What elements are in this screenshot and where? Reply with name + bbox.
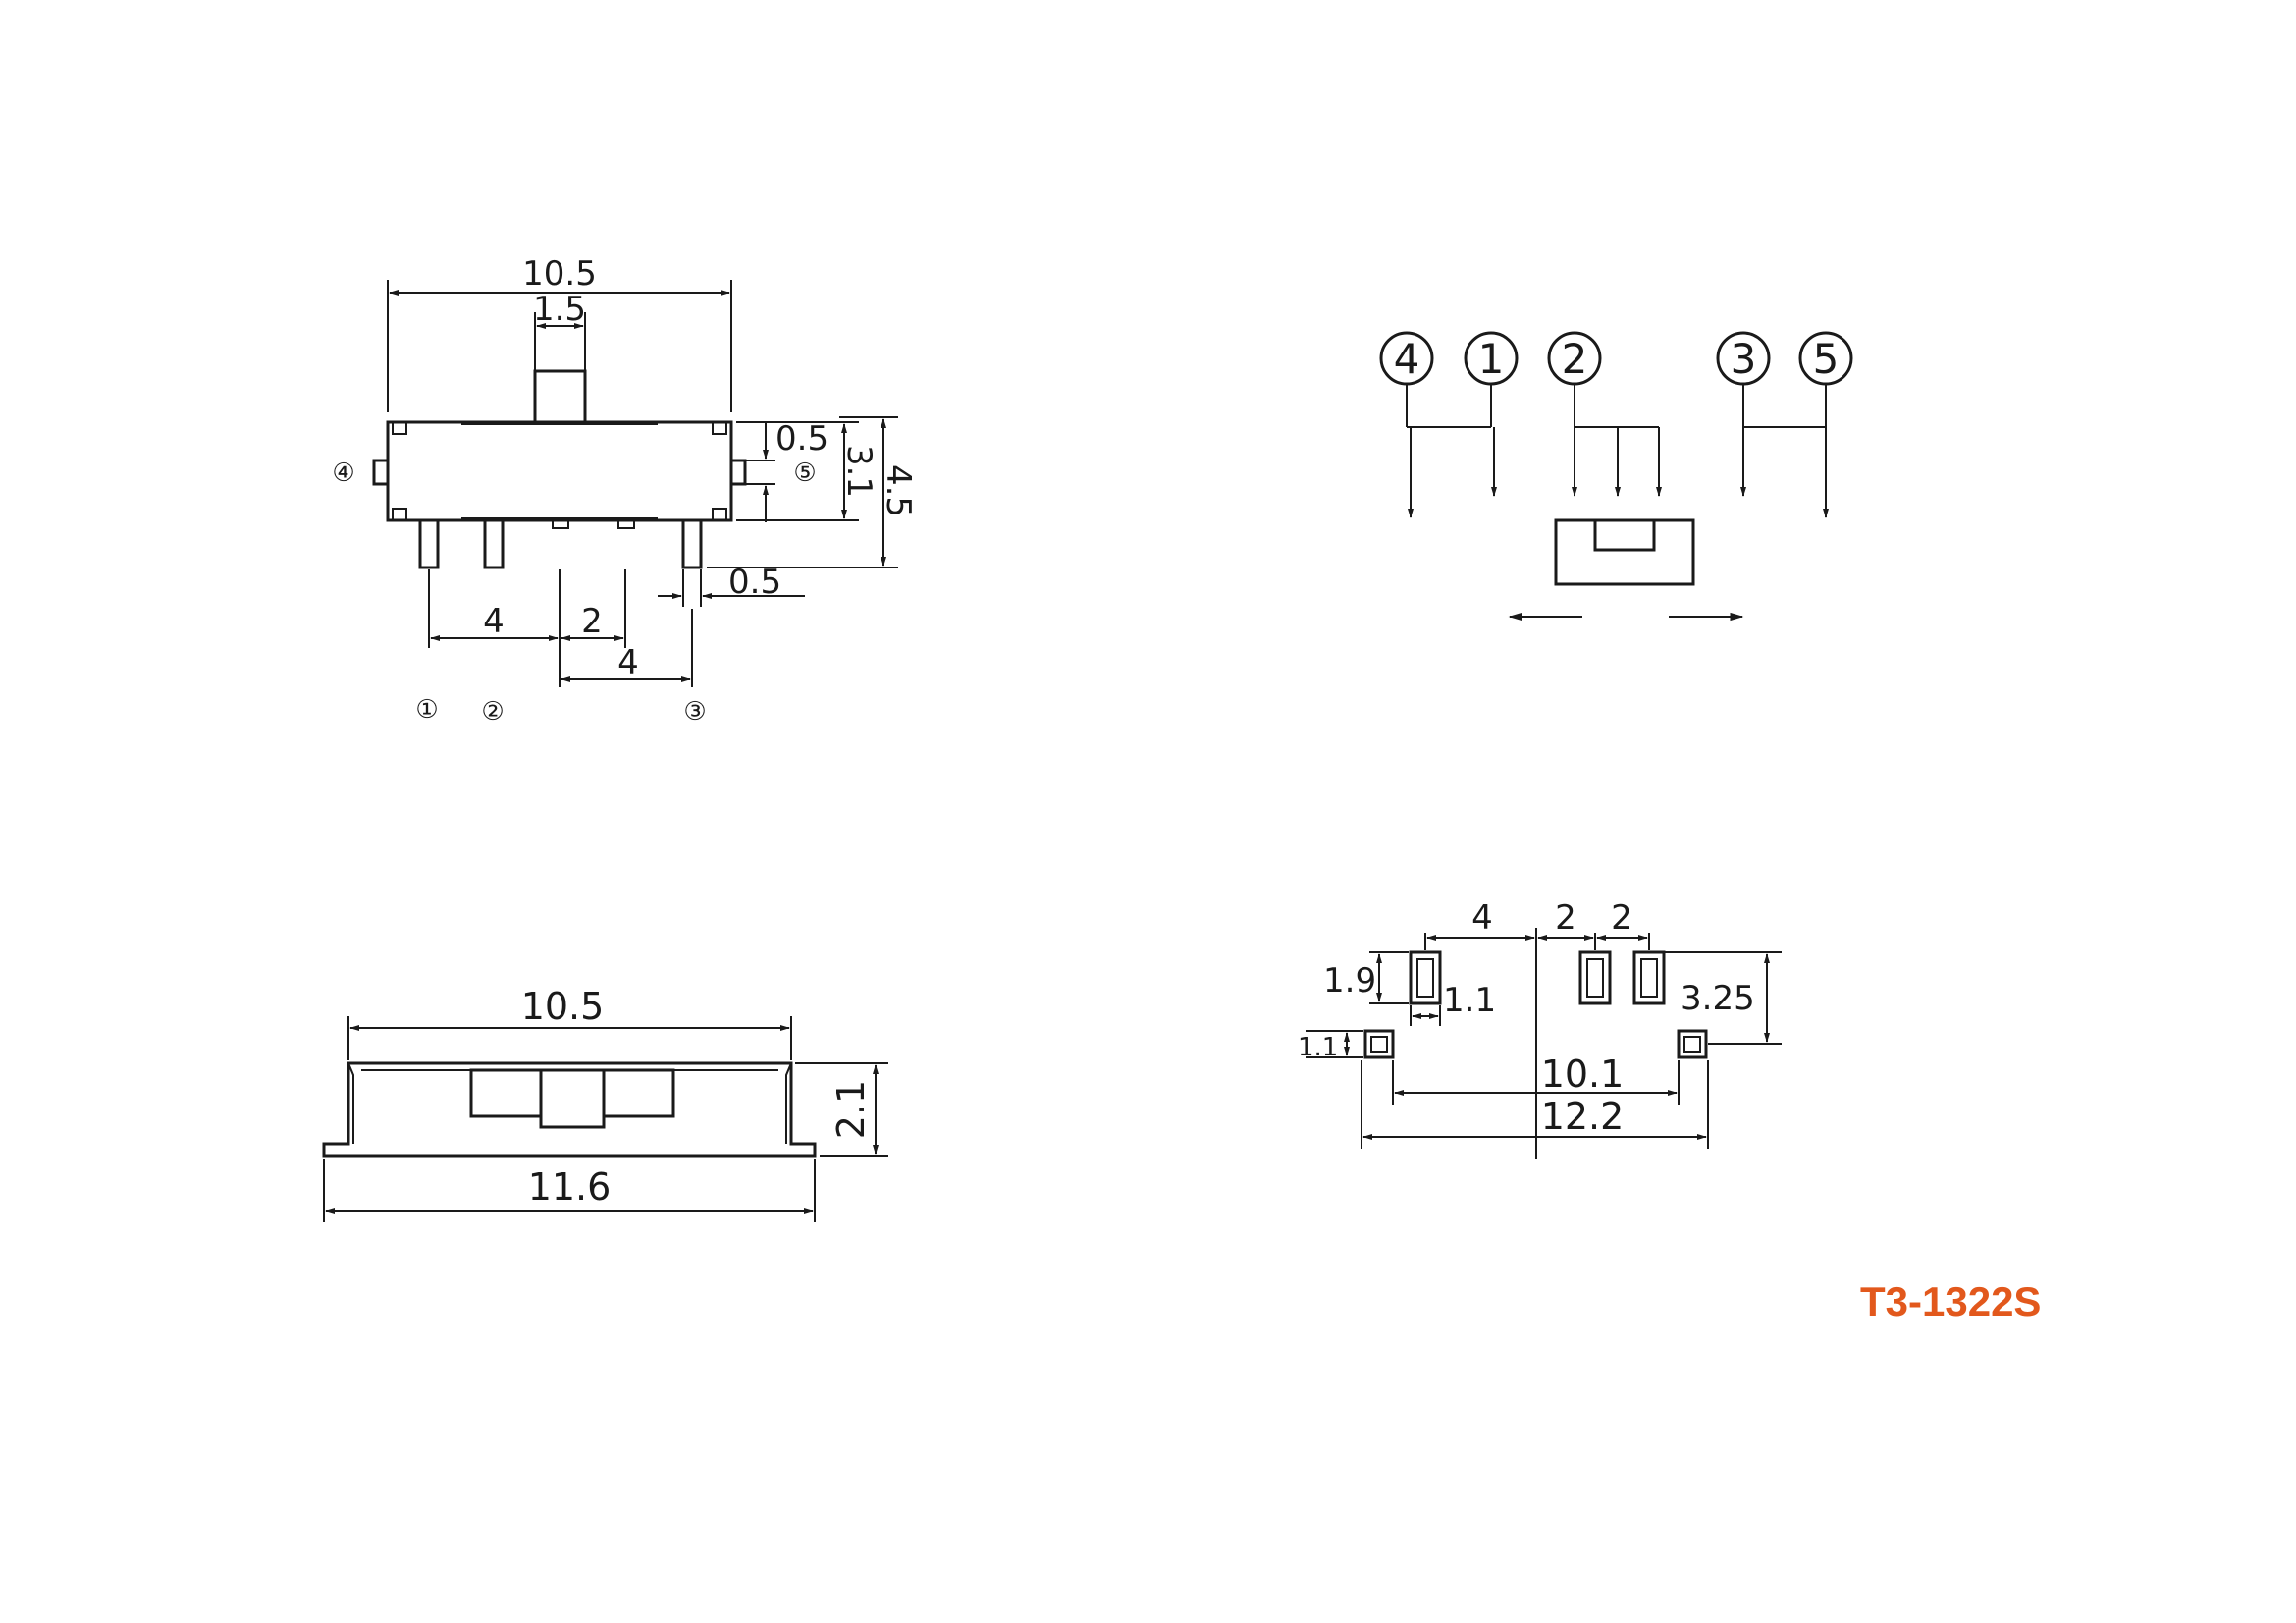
pin-label-2: ② bbox=[481, 697, 504, 727]
bottom-bump bbox=[552, 519, 569, 529]
dim-fp-offset: 3.25 bbox=[1681, 979, 1755, 1018]
front-view: 10.5 1.5 0.5 3.1 4.5 0.5 bbox=[332, 254, 918, 727]
body-inner-lines bbox=[461, 423, 658, 519]
pin-1 bbox=[418, 518, 440, 569]
switch-body bbox=[386, 420, 733, 522]
side-body-detail bbox=[347, 1062, 792, 1144]
dim-side-bottom-width: 11.6 bbox=[528, 1165, 612, 1209]
dim-body-height: 3.1 bbox=[839, 445, 879, 498]
side-view: 10.5 11.6 2.1 bbox=[322, 985, 888, 1222]
side-lug-right bbox=[729, 459, 747, 486]
dim-lug-offset: 0.5 bbox=[775, 419, 828, 459]
pad-1 bbox=[1409, 950, 1442, 1005]
pin-label-4: ④ bbox=[332, 459, 354, 488]
side-body-outline bbox=[322, 1061, 817, 1158]
pin-2 bbox=[483, 518, 505, 569]
pin-label-5: ⑤ bbox=[793, 459, 816, 488]
dim-fp-inner-span: 10.1 bbox=[1541, 1053, 1625, 1096]
dim-pin-width: 0.5 bbox=[728, 563, 781, 602]
dim-fp-pad-height: 1.9 bbox=[1323, 961, 1376, 1001]
dim-side-top-width: 10.5 bbox=[521, 985, 605, 1028]
dim-fp-pitch-2b: 2 bbox=[1611, 898, 1632, 938]
schematic: 4 1 2 3 5 bbox=[1379, 331, 1853, 622]
side-actuator bbox=[539, 1068, 606, 1129]
side-window-left bbox=[469, 1068, 543, 1118]
dim-fp-pitch-4: 4 bbox=[1471, 898, 1493, 938]
body-corner-lugs bbox=[392, 422, 727, 520]
dim-fp-outer-span: 12.2 bbox=[1541, 1095, 1625, 1138]
dim-total-height: 4.5 bbox=[879, 464, 918, 517]
side-window-right bbox=[602, 1068, 675, 1118]
pcb-footprint: 4 2 2 1.9 1.1 1.1 3.25 10.1 12.2 bbox=[1298, 898, 1782, 1159]
dim-front-width: 10.5 bbox=[522, 254, 597, 294]
terminal-label-5: 5 bbox=[1813, 335, 1840, 383]
slider-contact bbox=[1554, 518, 1695, 586]
pin-label-3: ③ bbox=[683, 697, 706, 727]
dim-pitch-b: 2 bbox=[581, 602, 603, 641]
side-lug-left bbox=[372, 459, 390, 486]
dim-fp-pad-width: 1.1 bbox=[1443, 981, 1496, 1020]
pad-3 bbox=[1632, 950, 1666, 1005]
terminal-label-2: 2 bbox=[1562, 335, 1588, 383]
part-number-label: T3-1322S bbox=[1860, 1278, 2042, 1325]
tab-right bbox=[1677, 1029, 1708, 1059]
pad-2 bbox=[1578, 950, 1612, 1005]
dim-pitch-c: 4 bbox=[617, 643, 639, 682]
terminal-label-3: 3 bbox=[1731, 335, 1757, 383]
pin-label-1: ① bbox=[415, 695, 438, 725]
actuator bbox=[533, 369, 587, 424]
dim-actuator-width: 1.5 bbox=[533, 290, 586, 329]
dim-pitch-a: 4 bbox=[483, 602, 505, 641]
dim-side-height: 2.1 bbox=[829, 1080, 873, 1139]
bottom-bump bbox=[617, 519, 635, 529]
tab-left bbox=[1363, 1029, 1395, 1059]
terminal-label-1: 1 bbox=[1478, 335, 1505, 383]
dim-fp-pitch-2a: 2 bbox=[1555, 898, 1576, 938]
dim-fp-tab: 1.1 bbox=[1298, 1033, 1338, 1062]
pin-3 bbox=[681, 518, 703, 569]
terminal-label-4: 4 bbox=[1394, 335, 1420, 383]
